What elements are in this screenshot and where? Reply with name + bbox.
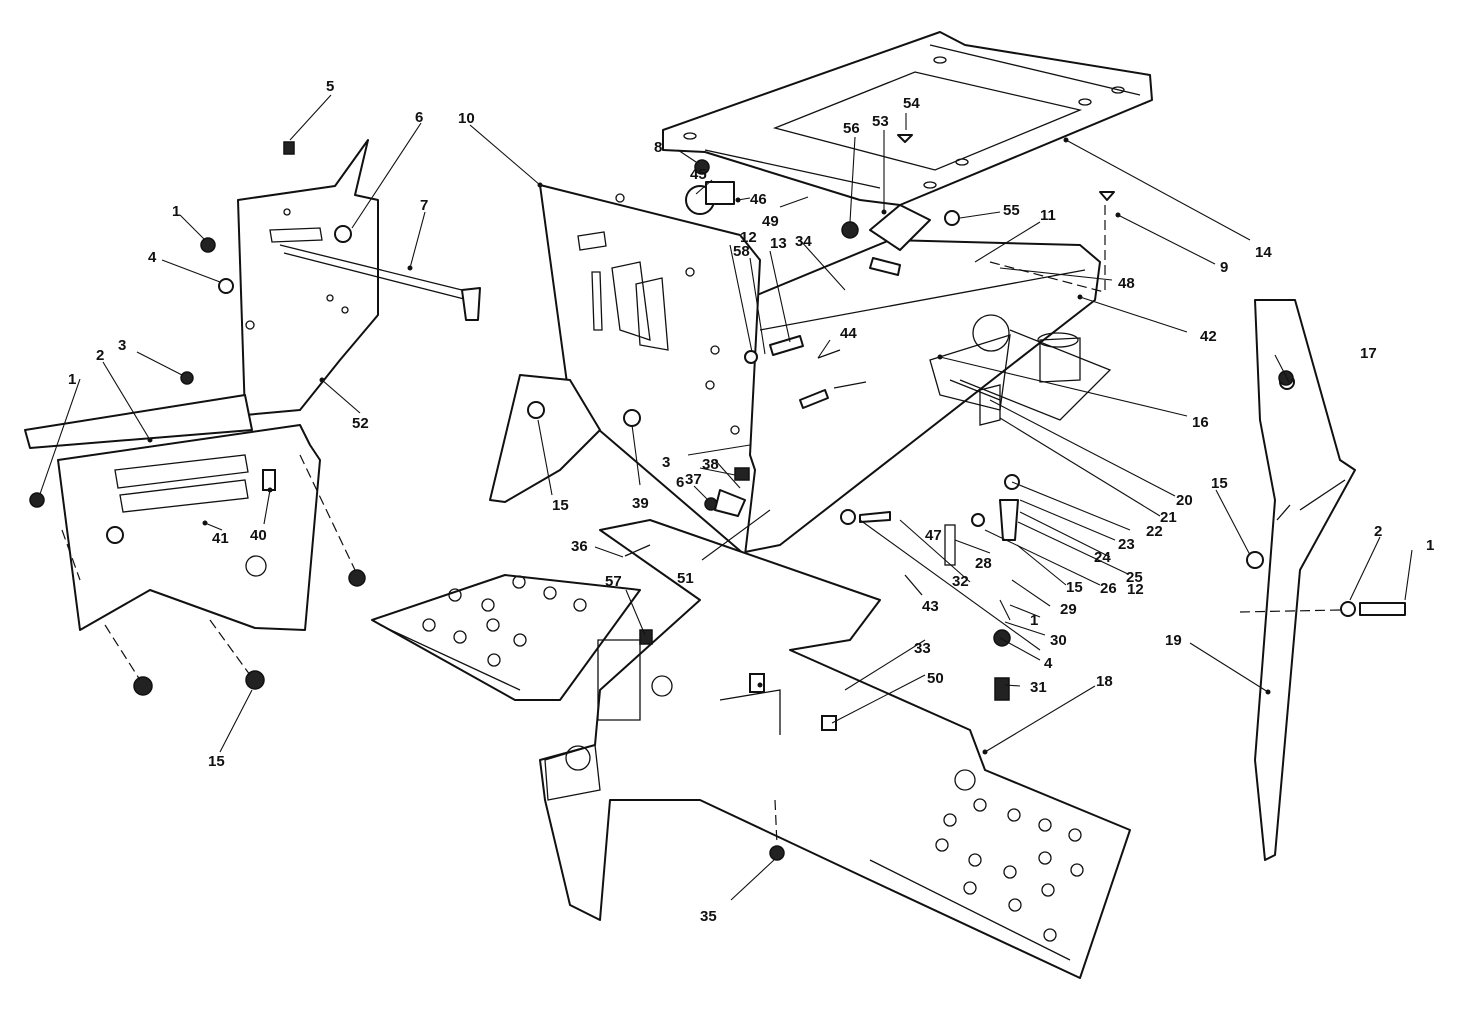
- callout-4: 4: [1044, 655, 1053, 672]
- callout-40: 40: [250, 527, 267, 544]
- callout-29: 29: [1060, 601, 1077, 618]
- callout-36: 36: [571, 538, 588, 555]
- callout-42: 42: [1200, 328, 1217, 345]
- callout-14: 14: [1255, 244, 1272, 261]
- callout-4: 4: [148, 249, 157, 266]
- callout-1: 1: [172, 203, 180, 220]
- body-frame: [744, 239, 1112, 553]
- callout-10: 10: [458, 110, 475, 127]
- callout-33: 33: [914, 640, 931, 657]
- rod: [279, 244, 481, 321]
- callout-5: 5: [326, 78, 334, 95]
- callout-57: 57: [605, 573, 622, 590]
- callout-9: 9: [1220, 259, 1228, 276]
- hardware: [29, 134, 1406, 861]
- seat-frame: [662, 31, 1153, 206]
- callout-24: 24: [1094, 549, 1111, 566]
- callout-28: 28: [975, 555, 992, 572]
- callout-23: 23: [1118, 536, 1135, 553]
- callout-19: 19: [1165, 632, 1182, 649]
- callout-20: 20: [1176, 492, 1193, 509]
- callout-45: 45: [690, 166, 707, 183]
- tread-studs: [422, 575, 1084, 942]
- callout-3: 3: [662, 454, 670, 471]
- callout-44: 44: [840, 325, 857, 342]
- callout-1: 1: [1030, 612, 1038, 629]
- callout-31: 31: [1030, 679, 1047, 696]
- callout-15: 15: [1211, 475, 1228, 492]
- callout-15: 15: [208, 753, 225, 770]
- callout-54: 54: [903, 95, 920, 112]
- callout-12: 12: [1127, 581, 1144, 598]
- callout-50: 50: [927, 670, 944, 687]
- callout-8: 8: [654, 139, 662, 156]
- callout-30: 30: [1050, 632, 1067, 649]
- callout-17: 17: [1360, 345, 1377, 362]
- callout-34: 34: [795, 233, 812, 250]
- callout-22: 22: [1146, 523, 1163, 540]
- leader-lines: [39, 94, 1413, 901]
- callout-47: 47: [925, 527, 942, 544]
- callout-52: 52: [352, 415, 369, 432]
- callout-56: 56: [843, 120, 860, 137]
- callout-7: 7: [420, 197, 428, 214]
- right-fender: [1254, 299, 1356, 861]
- callout-32: 32: [952, 573, 969, 590]
- callout-3: 3: [118, 337, 126, 354]
- callout-13: 13: [770, 235, 787, 252]
- callout-58: 58: [733, 243, 750, 260]
- callout-21: 21: [1160, 509, 1177, 526]
- callout-2: 2: [1374, 523, 1382, 540]
- left-side-bracket: [489, 374, 601, 503]
- left-footrest: [371, 574, 641, 701]
- main-frame-rails: [539, 519, 1131, 979]
- callout-25: 25: [1126, 569, 1143, 586]
- callout-labels: 1 1 1 1 2 2 3 3 4 4 5 6 6 7 8 9 10 11 12…: [68, 78, 1434, 925]
- callout-6: 6: [676, 474, 684, 491]
- callout-15: 15: [552, 497, 569, 514]
- callout-46: 46: [750, 191, 767, 208]
- left-upper-panel: [237, 139, 379, 416]
- callout-11: 11: [1040, 207, 1056, 224]
- callout-55: 55: [1003, 202, 1020, 219]
- callout-43: 43: [922, 598, 939, 615]
- callout-51: 51: [677, 570, 694, 587]
- callout-53: 53: [872, 113, 889, 130]
- callout-1: 1: [1426, 537, 1434, 554]
- callout-26: 26: [1100, 580, 1117, 597]
- callout-1: 1: [68, 371, 76, 388]
- callout-18: 18: [1096, 673, 1113, 690]
- callout-35: 35: [700, 908, 717, 925]
- callout-2: 2: [96, 347, 104, 364]
- callout-39: 39: [632, 495, 649, 512]
- callout-37: 37: [685, 471, 702, 488]
- callout-48: 48: [1118, 275, 1135, 292]
- callout-12: 12: [740, 229, 757, 246]
- callout-38: 38: [702, 456, 719, 473]
- callout-41: 41: [212, 530, 229, 547]
- left-hood-panel: [24, 394, 321, 631]
- callout-6: 6: [415, 109, 423, 126]
- callout-49: 49: [762, 213, 779, 230]
- callout-15: 15: [1066, 579, 1083, 596]
- callout-16: 16: [1192, 414, 1209, 431]
